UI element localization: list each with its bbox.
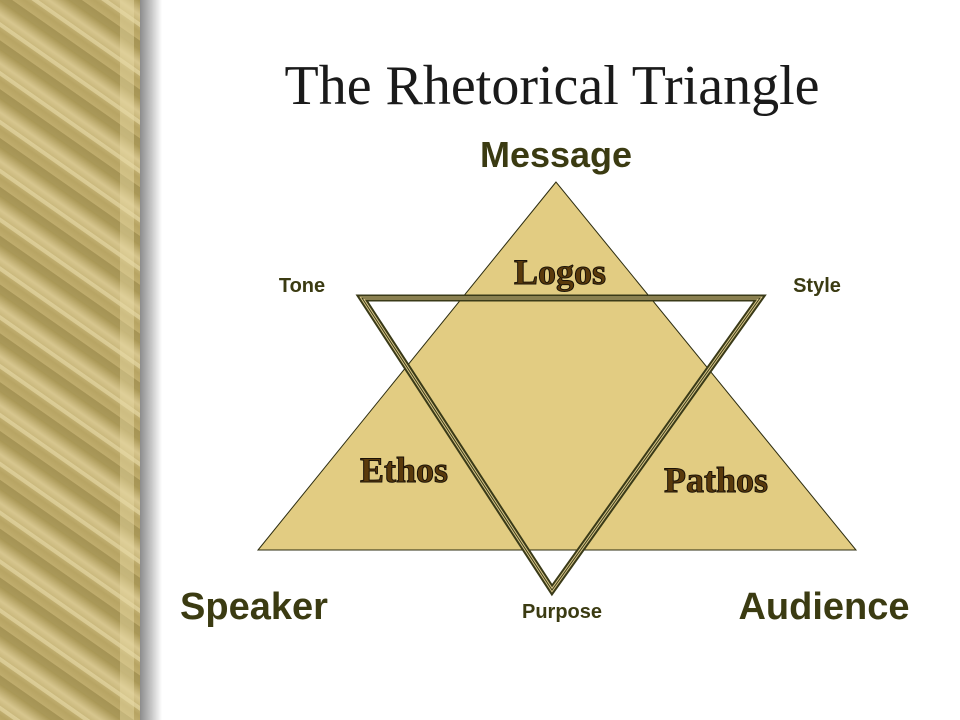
inverted-triangle-core (361, 297, 761, 591)
edge-label-tone: Tone (278, 275, 326, 297)
corner-label-speaker: Speaker (180, 586, 328, 628)
corner-label-audience: Audience (738, 586, 910, 628)
edge-label-purpose: Purpose (521, 601, 603, 623)
edge-label-style: Style (793, 275, 841, 297)
logos-label: Logos (514, 252, 606, 292)
column-edge-highlight (120, 0, 134, 720)
pathos-label: Pathos (664, 460, 768, 500)
ethos-label: Ethos (360, 450, 448, 490)
page-title: The Rhetorical Triangle (284, 55, 820, 117)
corner-label-message: Message (479, 134, 633, 175)
column-shadow (140, 0, 162, 720)
decorative-column (0, 0, 140, 720)
